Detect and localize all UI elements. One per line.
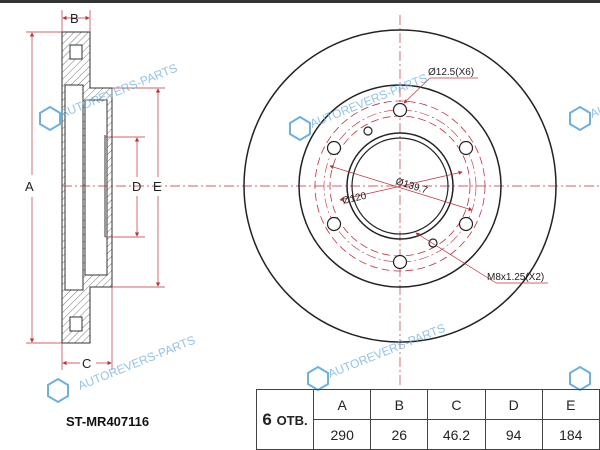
header-e: E: [541, 389, 600, 420]
pcd-note: Ø139.7: [394, 176, 429, 196]
label-e: E: [153, 179, 162, 194]
label-c: C: [82, 356, 91, 371]
watermark: AUTOREVERS-PARTS: [289, 71, 429, 142]
value-a: 290: [312, 419, 372, 450]
label-a: A: [25, 179, 34, 194]
front-view: Ø12.5(X6) Ø139.7 Ø120 M8x1.25(X2): [243, 15, 557, 385]
svg-text:AUTOREVERS-PARTS: AUTOREVERS-PARTS: [588, 61, 600, 121]
svg-text:AUTOREVERS-PARTS: AUTOREVERS-PARTS: [308, 71, 429, 131]
value-c: 46.2: [427, 419, 486, 450]
watermark: [569, 365, 591, 392]
holes-cell: 6 ОТВ.: [256, 389, 314, 450]
top-bar: [0, 0, 600, 3]
disc-outer-edge: [243, 29, 557, 343]
logo-icon: [39, 105, 61, 132]
logo-icon: [569, 365, 591, 392]
watermark: AUTOREVERS-PARTS: [569, 61, 600, 132]
logo-icon: [307, 365, 329, 392]
value-d: 94: [484, 419, 543, 450]
bolt-hole-note: Ø12.5(X6): [428, 67, 474, 78]
value-b: 26: [370, 419, 429, 450]
header-b: B: [370, 389, 429, 420]
label-b: B: [70, 11, 79, 26]
watermarks: AUTOREVERS-PARTS AUTOREVERS-PARTS AUTORE…: [39, 61, 600, 404]
thread-note: M8x1.25(X2): [487, 272, 544, 283]
header-d: D: [484, 389, 543, 420]
label-d: D: [132, 179, 141, 194]
header-a: A: [312, 389, 372, 420]
bolt-holes: [326, 102, 474, 270]
watermark: AUTOREVERS-PARTS: [307, 321, 447, 392]
svg-text:AUTOREVERS-PARTS: AUTOREVERS-PARTS: [326, 321, 447, 381]
spec-table: 6 ОТВ. A B C D E 290 26 46.2 94 184: [256, 389, 600, 450]
center-bore-note: Ø120: [341, 191, 368, 207]
side-view: B A D E C: [25, 10, 600, 371]
hat-edge: [298, 84, 502, 288]
logo-icon: [47, 377, 69, 404]
logo-icon: [289, 115, 311, 142]
logo-icon: [569, 105, 591, 132]
header-c: C: [427, 389, 486, 420]
value-e: 184: [541, 419, 600, 450]
part-number: ST-MR407116: [66, 414, 150, 429]
svg-text:AUTOREVERS-PARTS: AUTOREVERS-PARTS: [76, 333, 197, 393]
